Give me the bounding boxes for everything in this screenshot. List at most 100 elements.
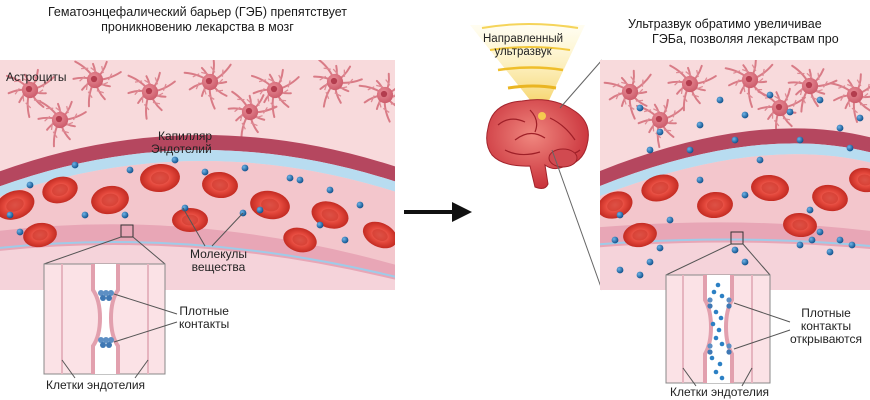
drug-molecule: [16, 228, 24, 236]
drug-molecule: [656, 244, 664, 252]
red-blood-cell: [283, 227, 317, 253]
drug-molecule: [616, 266, 624, 274]
drug-molecule: [316, 221, 324, 229]
brain-zoom-line-bottom: [551, 149, 603, 291]
right-astrocytes: [603, 60, 870, 148]
red-blood-cell: [23, 222, 57, 248]
astrocyte: [757, 87, 806, 136]
drug-molecule: [81, 211, 89, 219]
drug-molecule: [646, 258, 654, 266]
drug-molecule: [286, 174, 294, 182]
red-blood-cell: [697, 191, 733, 219]
astrocyte: [227, 90, 278, 139]
drug-molecule: [616, 211, 624, 219]
right-open-junction-2: [707, 343, 732, 355]
passing-molecule: [713, 335, 719, 341]
ultrasound-label-line-1: Направленный: [483, 33, 564, 45]
drug-molecule: [808, 236, 816, 244]
drug-molecule: [741, 191, 749, 199]
red-blood-cell: [42, 176, 78, 204]
left-tight-junction-2: [98, 337, 114, 348]
drug-molecule: [741, 111, 749, 119]
drug-molecule: [126, 166, 134, 174]
left-tight-junctions-line-2: контакты: [179, 317, 230, 331]
left-tight-junctions-line-1: Плотные: [179, 304, 229, 318]
left-title-line-1: Гематоэнцефалический барьер (ГЭБ) препят…: [47, 5, 347, 19]
right-endothelial-cells-label: Клетки эндотелия: [670, 385, 770, 399]
left-title-line-2: проникновению лекарства в мозг: [101, 20, 294, 34]
brain-illustration: [486, 99, 589, 189]
passing-molecule: [713, 309, 719, 315]
drug-molecule: [786, 108, 794, 116]
red-blood-cell: [0, 190, 35, 220]
drug-molecule: [816, 228, 824, 236]
drug-molecule: [26, 181, 34, 189]
drug-molecule: [171, 156, 179, 164]
astrocyte: [829, 73, 870, 123]
passing-molecule: [719, 341, 725, 347]
drug-molecule: [241, 164, 249, 172]
drug-molecule: [856, 114, 864, 122]
drug-molecule: [6, 211, 14, 219]
endothelium-label: Эндотелий: [151, 142, 212, 156]
capillary-label: Капилляр: [158, 129, 213, 143]
passing-molecule: [713, 369, 719, 375]
right-passing-molecules: [709, 282, 725, 381]
drug-molecule: [716, 96, 724, 104]
right-endothelium-top: [600, 143, 870, 197]
drug-molecule: [636, 104, 644, 112]
astrocyte: [603, 69, 652, 120]
drug-molecule: [836, 124, 844, 132]
red-blood-cell: [91, 185, 129, 215]
drug-molecule: [796, 136, 804, 144]
ultrasound-label: Направленный ультразвук: [483, 33, 563, 59]
passing-molecule: [711, 289, 717, 295]
molecules-label-line-2: вещества: [191, 260, 246, 274]
left-astrocytes: [5, 60, 395, 148]
astrocyte: [183, 60, 232, 110]
drug-molecule: [296, 176, 304, 184]
passing-molecule: [717, 361, 723, 367]
drug-molecule: [636, 271, 644, 279]
right-molecules: [611, 91, 864, 279]
molecules-label: Молекулы вещества: [190, 248, 247, 274]
red-blood-cell: [783, 212, 817, 238]
passing-molecule: [719, 375, 725, 381]
left-zoom-line-b: [132, 236, 166, 265]
left-tight-junctions-label: Плотные контакты: [179, 305, 229, 331]
astrocytes-label: Астроциты: [6, 70, 67, 84]
drug-molecule: [646, 146, 654, 154]
drug-molecule: [341, 236, 349, 244]
left-molecule-leader: [182, 207, 206, 247]
drug-molecule: [846, 144, 854, 152]
red-blood-cell: [751, 174, 789, 202]
left-capillary-wall-top: [0, 135, 395, 187]
right-tight-junctions-label: Плотные контакты открываются: [790, 307, 862, 346]
left-endothelium-top: [0, 150, 395, 197]
right-tight-junctions-line-1: Плотные: [801, 306, 851, 320]
right-title-line-2: ГЭБа, позволяя лекарствам про: [652, 32, 839, 46]
left-molecules: [6, 156, 364, 244]
drug-molecule: [766, 91, 774, 99]
drug-molecule: [816, 96, 824, 104]
left-title: Гематоэнцефалический барьер (ГЭБ) препят…: [0, 5, 395, 35]
drug-molecule: [848, 241, 856, 249]
drug-molecule: [181, 204, 189, 212]
ultrasound-label-line-2: ультразвук: [494, 46, 552, 58]
astrocyte: [358, 72, 395, 123]
astrocyte: [787, 64, 838, 113]
passing-molecule: [716, 327, 722, 333]
left-red-blood-cells: [0, 163, 395, 253]
right-open-junction-1: [707, 297, 732, 309]
drug-molecule: [121, 211, 129, 219]
right-capillary-wall-top: [600, 128, 870, 187]
drug-molecule: [611, 236, 619, 244]
right-magnified-tight-junction: [665, 274, 791, 387]
astrocyte: [667, 64, 717, 112]
red-blood-cell: [140, 163, 180, 193]
passing-molecule: [719, 293, 725, 299]
passing-molecule: [718, 315, 724, 321]
drug-molecule: [796, 241, 804, 249]
brain-zoom-line-top: [559, 59, 603, 109]
